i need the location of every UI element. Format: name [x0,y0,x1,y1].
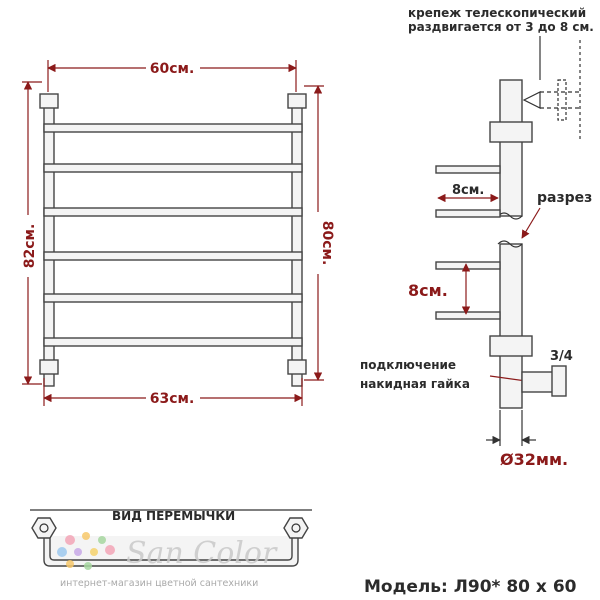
mount-cone [522,91,541,109]
rung [43,123,303,133]
break-mark [497,240,523,248]
union-nut [551,365,567,397]
jumper-nut-hole [291,523,301,533]
rung [43,251,303,261]
right-height-label: 80см. [319,221,335,266]
bottom-width-label: 63см. [150,391,195,407]
section-label: разрез [537,190,592,206]
diameter-label: Ø32мм. [500,450,568,469]
watermark-brand: San Color [126,536,278,571]
side-riser-lower [499,243,523,409]
left-height-label: 82см. [22,224,38,269]
rung [43,337,303,347]
mount-note-line1: крепеж телескопический [408,6,586,20]
top-width-label: 60см. [150,61,195,77]
rung [43,207,303,217]
jumper-nut-right [283,517,309,539]
fitting-top-right [287,93,307,109]
side-rung [435,261,501,270]
side-rung [435,311,501,320]
break-mark [497,212,523,220]
rung [43,163,303,173]
watermark-dot [98,536,106,544]
side-fitting-bottom [489,335,533,357]
union-nut-pipe [521,371,555,393]
watermark-dot [90,548,98,556]
watermark-dot [84,562,92,570]
fitting-bottom-right [287,359,307,375]
watermark-dot [82,532,90,540]
watermark-dot [66,560,74,568]
bar-length-label: 8см. [452,183,484,198]
bar-spacing-label: 8см. [408,281,448,300]
watermark-tagline: интернет-магазин цветной сантехники [60,578,258,589]
jumper-nut-hole [39,523,49,533]
watermark: San Color интернет-магазин цветной санте… [57,532,278,589]
rung [43,293,303,303]
jumper-title: ВИД ПЕРЕМЫЧКИ [112,509,235,523]
thread-label: 3/4 [550,349,573,364]
watermark-dot [74,548,82,556]
connection-label-line1: подключение [360,358,456,372]
jumper-nut-left [31,517,57,539]
side-fitting-top [489,121,533,143]
side-rung [435,209,501,218]
mount-note-line2: раздвигается от 3 до 8 см. [408,20,594,34]
connection-label-line2: накидная гайка [360,377,470,391]
fitting-top-left [39,93,59,109]
side-riser-upper [499,79,523,217]
mount-bracket [557,79,567,121]
watermark-dot [65,535,75,545]
fitting-bottom-left [39,359,59,375]
section-pointer [521,207,541,239]
watermark-dot [105,545,115,555]
watermark-dots [57,532,115,570]
watermark-dot [57,547,67,557]
model-label: Модель: Л90* 80 х 60 [364,577,577,597]
side-rung [435,165,501,174]
side-view: крепеж телескопический раздвигается от 3… [360,6,594,469]
front-view: 60см. 63см. 82см. 80см. [18,58,335,407]
